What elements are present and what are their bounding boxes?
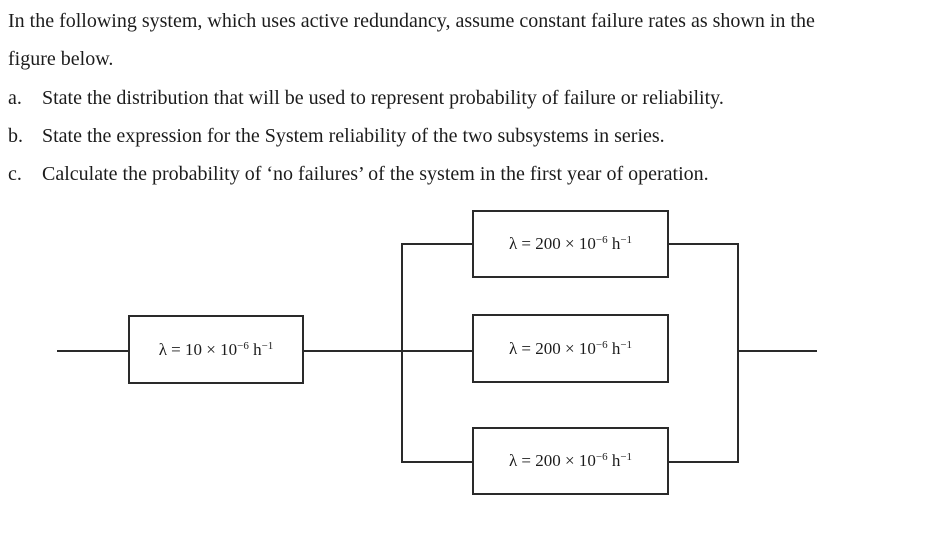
formula-exponent: −6 xyxy=(595,234,608,246)
formula-exponent: −6 xyxy=(237,339,249,352)
series-failure-rate-label: λ = 10 × 10−6 h−1 xyxy=(159,340,274,360)
formula-exponent: −6 xyxy=(595,338,608,351)
question-item-a: a. State the distribution that will be u… xyxy=(8,79,930,117)
parallel-2-failure-rate-label: λ = 200 × 10−6 h−1 xyxy=(509,339,632,359)
formula-unit-exponent: −1 xyxy=(620,451,633,463)
formula-unit: h xyxy=(607,234,621,253)
formula-unit-exponent: −1 xyxy=(620,338,633,351)
formula-unit-exponent: −1 xyxy=(620,234,633,246)
parallel-block-2: λ = 200 × 10−6 h−1 xyxy=(472,314,669,383)
formula-base: λ = 200 × 10 xyxy=(508,451,596,470)
bottom-branch-right-line xyxy=(669,461,739,463)
formula-unit: h xyxy=(248,339,262,359)
formula-base: λ = 200 × 10 xyxy=(508,234,596,253)
item-marker-b: b. xyxy=(8,125,23,147)
parallel-right-rail xyxy=(737,243,739,463)
question-item-c: c. Calculate the probability of ‘no fail… xyxy=(8,155,930,193)
series-to-parallel-line xyxy=(304,350,472,352)
formula-unit: h xyxy=(607,338,621,358)
problem-statement: In the following system, which uses acti… xyxy=(8,2,930,193)
formula-unit-exponent: −1 xyxy=(261,339,274,352)
bottom-branch-left-line xyxy=(401,461,472,463)
formula-exponent: −6 xyxy=(595,451,608,463)
item-marker-c: c. xyxy=(8,163,22,185)
item-marker-a: a. xyxy=(8,87,22,109)
formula-unit: h xyxy=(607,451,621,470)
item-text-b: State the expression for the System reli… xyxy=(42,125,665,147)
input-line xyxy=(57,350,128,352)
item-text-a: State the distribution that will be used… xyxy=(42,87,724,109)
parallel-3-failure-rate-label: λ = 200 × 10−6 h−1 xyxy=(509,451,632,471)
formula-base: λ = 10 × 10 xyxy=(158,339,238,359)
top-branch-left-line xyxy=(401,243,472,245)
question-item-b: b. State the expression for the System r… xyxy=(8,117,930,155)
formula-base: λ = 200 × 10 xyxy=(508,338,596,358)
parallel-block-1: λ = 200 × 10−6 h−1 xyxy=(472,210,669,278)
parallel-1-failure-rate-label: λ = 200 × 10−6 h−1 xyxy=(509,234,632,254)
series-block: λ = 10 × 10−6 h−1 xyxy=(128,315,304,384)
item-text-c: Calculate the probability of ‘no failure… xyxy=(42,163,709,185)
question-list: a. State the distribution that will be u… xyxy=(8,79,930,193)
output-line xyxy=(737,350,817,352)
parallel-block-3: λ = 200 × 10−6 h−1 xyxy=(472,427,669,495)
top-branch-right-line xyxy=(669,243,739,245)
parallel-left-rail xyxy=(401,243,403,463)
intro-line-2: figure below. xyxy=(8,48,114,70)
intro-line-1: In the following system, which uses acti… xyxy=(8,10,815,32)
